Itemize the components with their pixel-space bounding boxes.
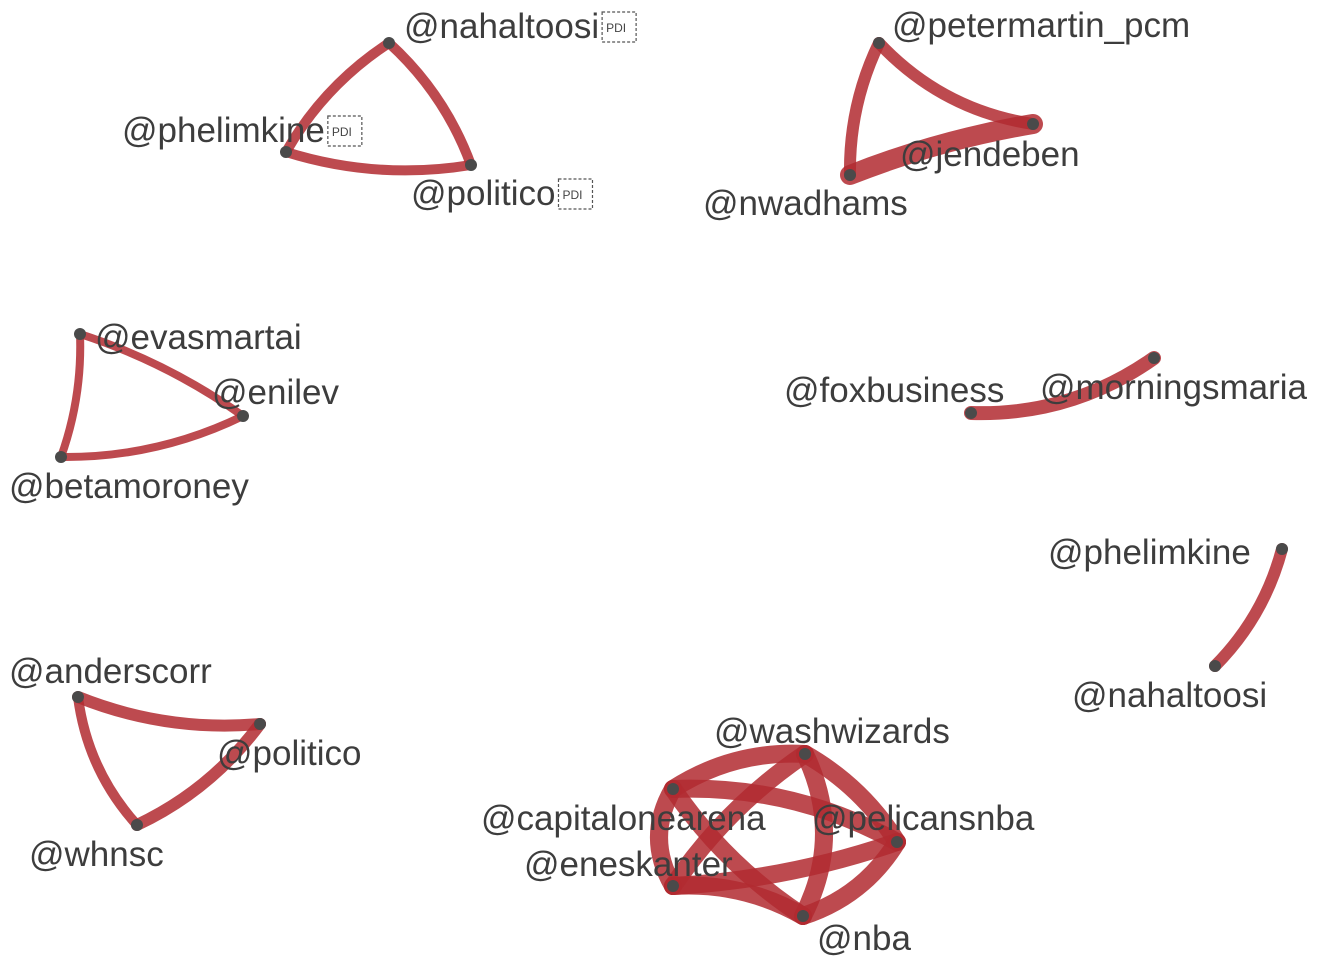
- node-label-n21: @nba: [817, 919, 911, 958]
- edge-n2-n3: [281, 147, 476, 176]
- node-n9: [55, 451, 67, 463]
- node-label-n3: @politico: [411, 174, 555, 213]
- edge-n7-n9: [57, 330, 85, 461]
- node-label-n16: @whnsc: [29, 835, 164, 874]
- edge-n14-n15: [72, 691, 266, 732]
- edge-n7-n8: [76, 330, 247, 420]
- edge-n18-n19: [664, 779, 906, 851]
- edge-n1-n3: [384, 38, 476, 170]
- node-n17: [799, 748, 811, 760]
- edge-n20-n21: [664, 876, 812, 925]
- node-n2: [280, 146, 292, 158]
- node-n13: [1209, 660, 1221, 672]
- node-n1: [383, 37, 395, 49]
- pdi-glyph-icon: PDI: [601, 11, 637, 43]
- node-label-n20: @eneskanter: [524, 845, 733, 884]
- node-label-n6: @nwadhams: [703, 184, 908, 223]
- edge-n8-n9: [57, 412, 247, 462]
- node-n15: [254, 718, 266, 730]
- node-n6: [844, 169, 856, 181]
- node-n4: [873, 37, 885, 49]
- edge-n14-n16: [73, 692, 142, 830]
- node-n7: [74, 328, 86, 340]
- node-n3: [465, 159, 477, 171]
- node-n21: [797, 910, 809, 922]
- node-n10: [965, 407, 977, 419]
- node-label-n8: @enilev: [212, 373, 339, 412]
- node-n20: [667, 880, 679, 892]
- edge-n17-n21: [794, 745, 833, 925]
- node-label-n17: @washwizards: [714, 712, 950, 751]
- edge-n5-n6: [840, 114, 1043, 185]
- edge-n10-n11: [964, 351, 1161, 421]
- node-label-n1: @nahaltoosi: [404, 7, 599, 46]
- edge-n4-n5: [873, 37, 1039, 130]
- node-label-n7: @evasmartai: [95, 318, 302, 357]
- node-label-n9: @betamoroney: [9, 467, 249, 506]
- edge-n18-n20: [650, 780, 682, 895]
- edge-n12-n13: [1209, 543, 1288, 672]
- node-n5: [1027, 118, 1039, 130]
- pdi-glyph-icon: PDI: [557, 178, 594, 210]
- node-n16: [131, 819, 143, 831]
- nodes-layer: [55, 37, 1288, 922]
- node-n14: [72, 691, 84, 703]
- node-n19: [891, 836, 903, 848]
- node-n8: [237, 410, 249, 422]
- node-n12: [1276, 543, 1288, 555]
- node-label-n5: @jendeben: [900, 135, 1080, 174]
- node-label-n4: @petermartin_pcm: [892, 6, 1190, 45]
- node-label-n15: @politico: [217, 734, 361, 773]
- svg-text:PDI: PDI: [332, 125, 352, 139]
- pdi-glyph-icon: PDI: [327, 115, 363, 147]
- node-n18: [667, 783, 679, 795]
- edge-n15-n16: [131, 718, 266, 831]
- edge-n1-n2: [281, 38, 394, 157]
- node-label-n18: @capitalonearena: [481, 799, 766, 838]
- node-n11: [1148, 352, 1160, 364]
- node-label-n13: @nahaltoosi: [1072, 676, 1267, 715]
- node-label-n19: @pelicansnba: [812, 799, 1035, 838]
- node-label-n12: @phelimkine: [1048, 533, 1251, 572]
- node-label-n11: @morningsmaria: [1040, 368, 1308, 407]
- node-label-n14: @anderscorr: [9, 652, 212, 691]
- node-label-n2: @phelimkine: [122, 111, 325, 150]
- node-label-n10: @foxbusiness: [784, 371, 1004, 410]
- edges-layer: [57, 37, 1288, 925]
- edge-n17-n20: [664, 745, 814, 895]
- edge-n19-n21: [794, 833, 906, 925]
- svg-text:PDI: PDI: [606, 21, 626, 35]
- svg-text:PDI: PDI: [562, 188, 582, 202]
- edge-n4-n6: [843, 37, 885, 181]
